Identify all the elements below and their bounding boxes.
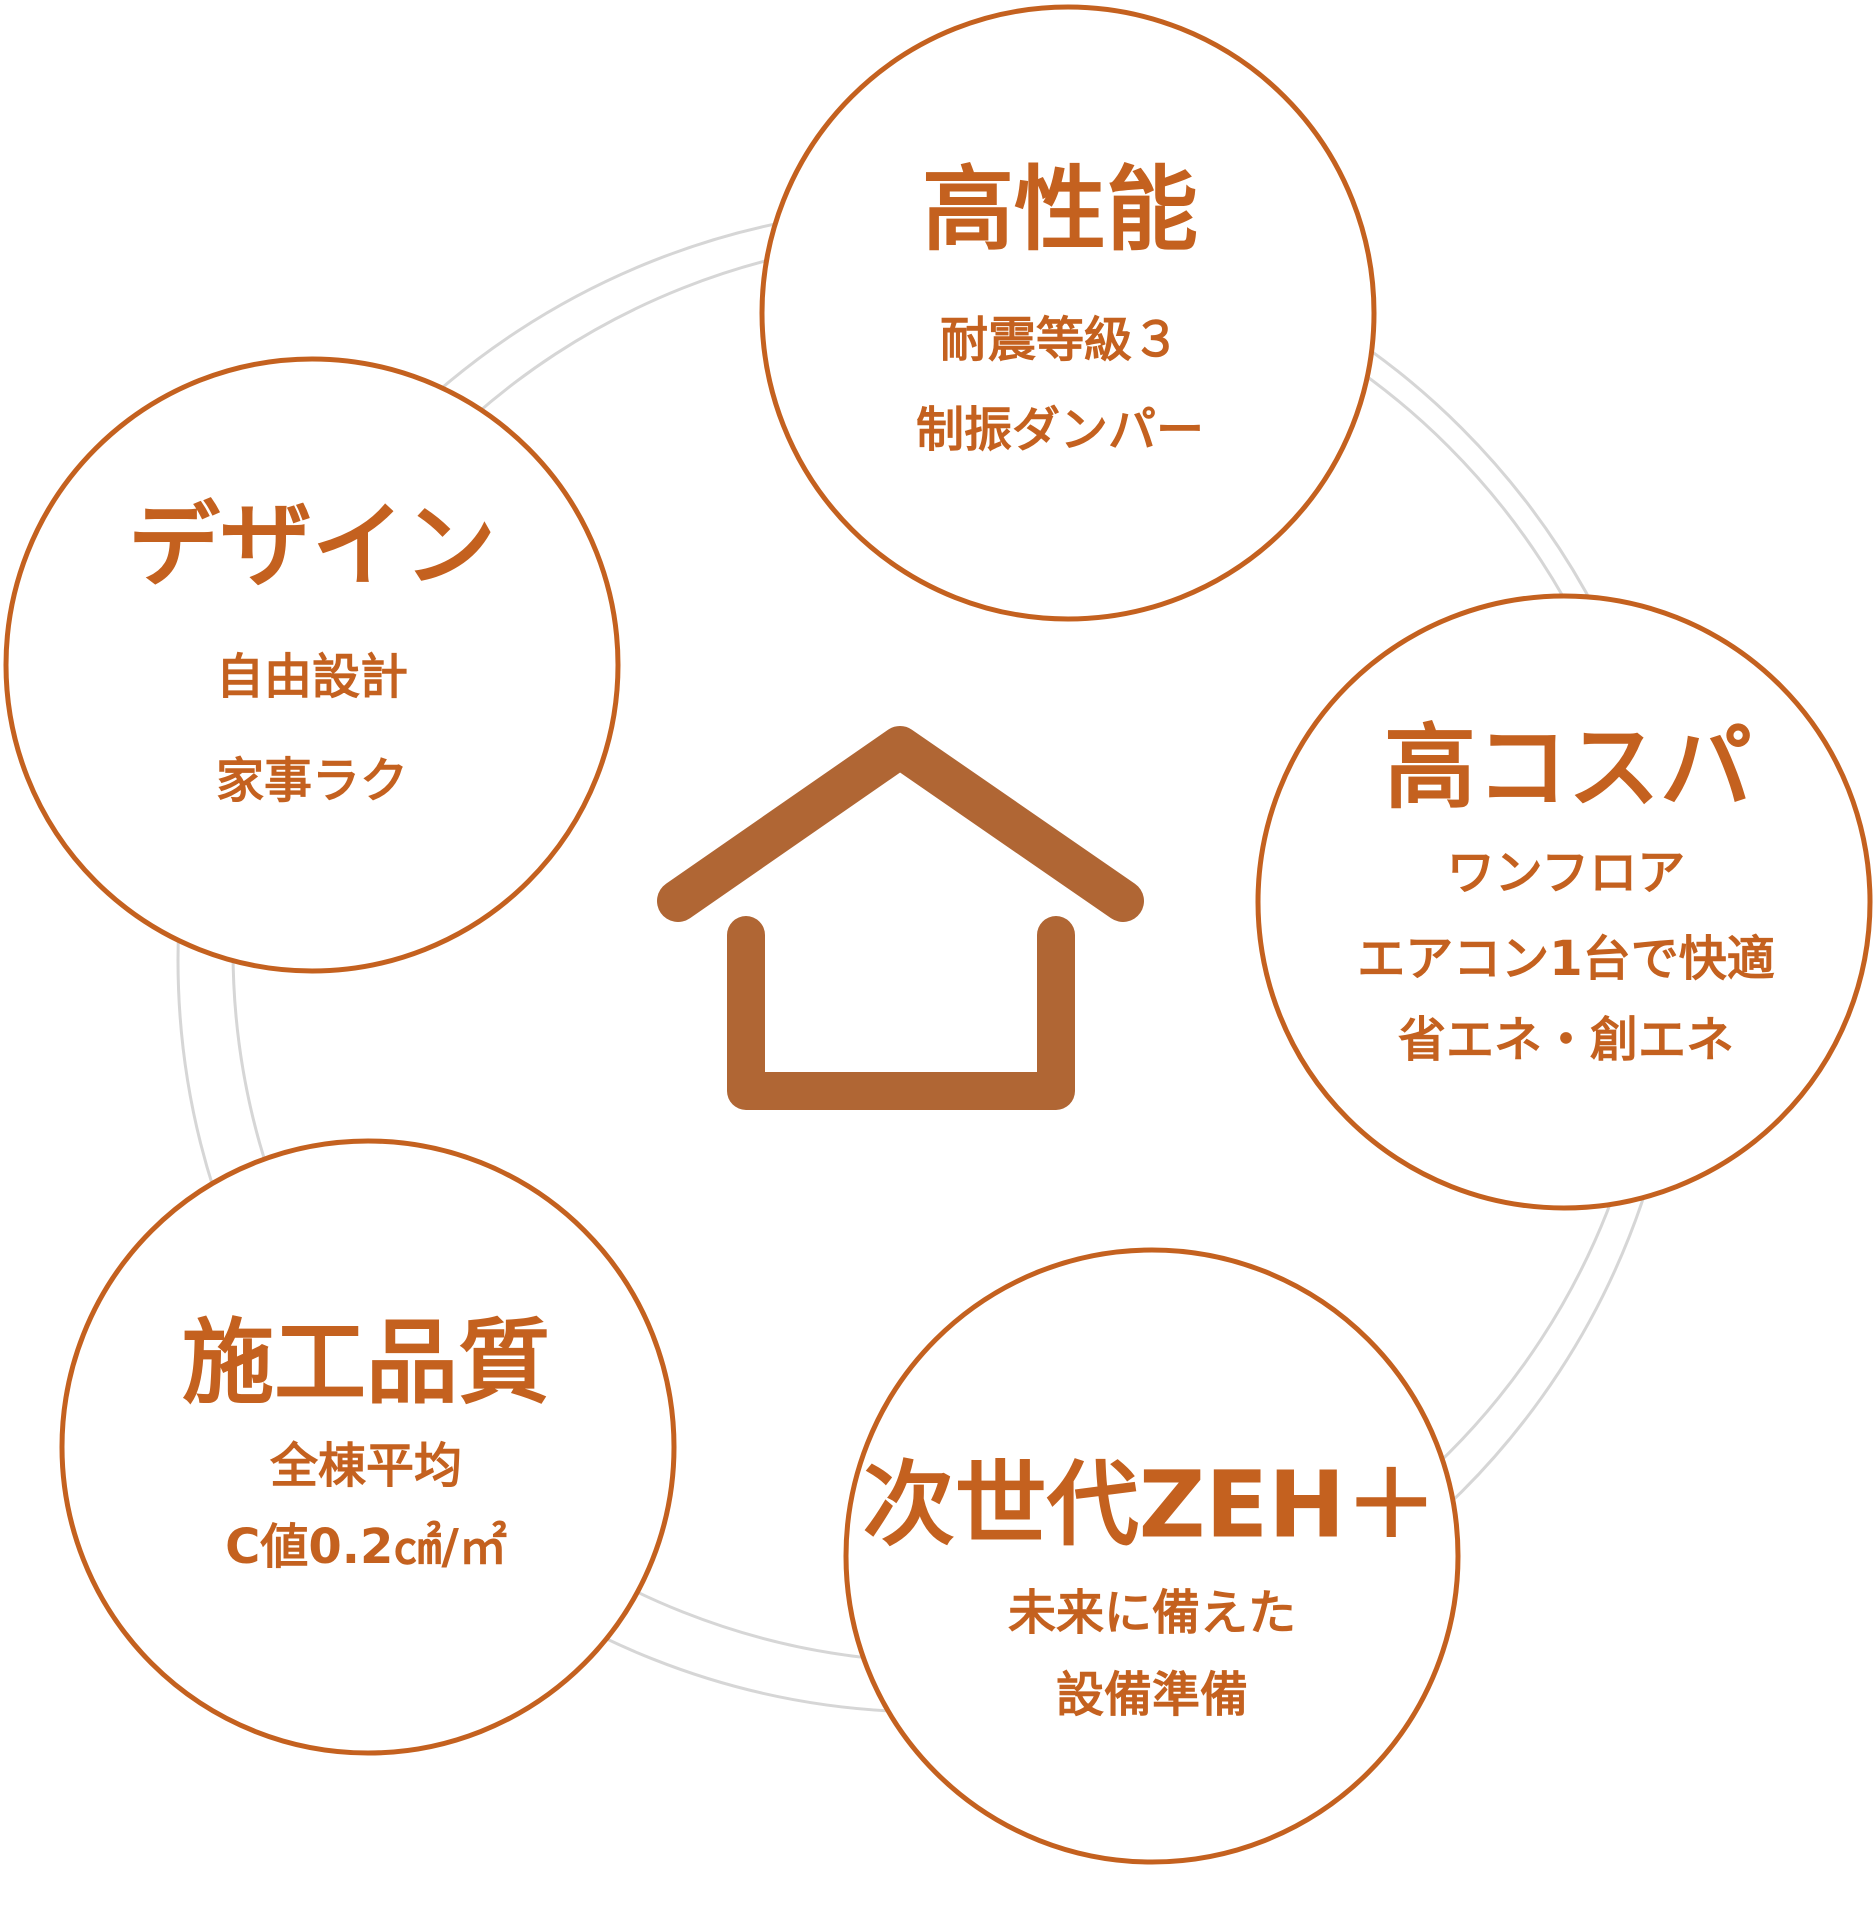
feature-title: 施工品質 <box>182 1310 550 1417</box>
feature-node-circle <box>3 356 621 974</box>
feature-line: 設備準備 <box>1056 1667 1248 1723</box>
feature-title: デザイン <box>128 493 496 600</box>
feature-node-performance: 高性能 耐震等級３ 制振ダンパー <box>759 4 1377 622</box>
feature-node-design: デザイン 自由設計 家事ラク <box>3 356 621 974</box>
feature-line: 耐震等級３ <box>940 312 1180 368</box>
feature-line: 自由設計 <box>216 649 408 705</box>
feature-line: ワンフロア <box>1447 845 1686 901</box>
house-roof <box>657 726 1144 922</box>
feature-node-quality: 施工品質 全棟平均 C値0.2㎠/㎡ <box>59 1138 677 1756</box>
feature-line: 全棟平均 <box>269 1438 462 1494</box>
feature-title: 次世代ZEH＋ <box>863 1452 1438 1559</box>
feature-node-circle <box>59 1138 677 1756</box>
feature-title: 高コスパ <box>1384 715 1752 822</box>
feature-node-circle <box>1255 593 1873 1211</box>
feature-node-circle <box>843 1247 1461 1865</box>
feature-node-cost: 高コスパ ワンフロア エアコン1台で快適 省エネ・創エネ <box>1255 593 1873 1211</box>
feature-line: 制振ダンパー <box>916 402 1204 458</box>
feature-node-zeh: 次世代ZEH＋ 未来に備えた 設備準備 <box>843 1247 1461 1865</box>
feature-line: 未来に備えた <box>1008 1585 1296 1641</box>
feature-line: エアコン1台で快適 <box>1357 931 1774 987</box>
feature-node-circle <box>759 4 1377 622</box>
house-icon <box>657 726 1144 1110</box>
feature-line: C値0.2㎠/㎡ <box>225 1519 507 1575</box>
feature-title: 高性能 <box>922 157 1198 264</box>
feature-line: 省エネ・創エネ <box>1398 1012 1734 1068</box>
house-walls <box>727 916 1075 1110</box>
feature-line: 家事ラク <box>216 753 408 809</box>
